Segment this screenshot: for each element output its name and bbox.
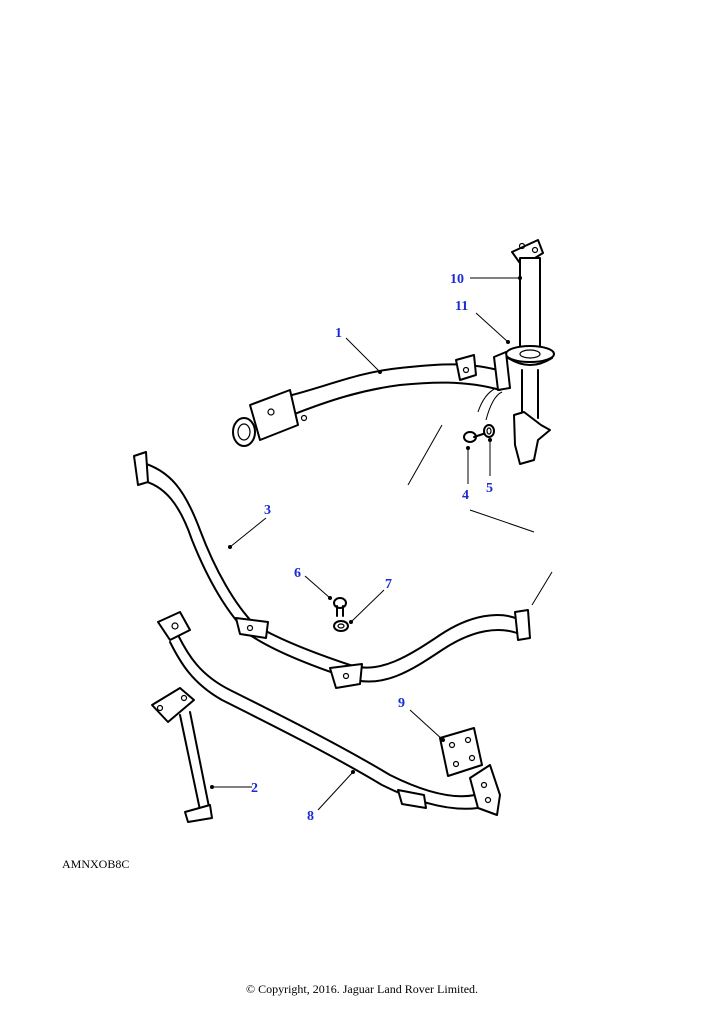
tube-part-1 xyxy=(232,351,511,447)
pillar-part-10 xyxy=(511,239,551,465)
bolt-part-6 xyxy=(333,597,347,617)
collar-part-11 xyxy=(505,345,555,366)
bracket-part-2 xyxy=(151,687,213,823)
callout-3: 3 xyxy=(264,503,271,518)
plate-part-9 xyxy=(439,727,483,777)
callout-9: 9 xyxy=(398,696,405,711)
callout-5: 5 xyxy=(486,481,493,496)
copyright-notice: © Copyright, 2016. Jaguar Land Rover Lim… xyxy=(245,982,479,996)
callout-2: 2 xyxy=(251,781,258,796)
callout-10: 10 xyxy=(450,272,464,287)
nut-part-7 xyxy=(333,620,349,632)
callout-6: 6 xyxy=(294,566,301,581)
bolt-part-4 xyxy=(463,431,487,443)
assembly-guide-lines xyxy=(407,387,553,606)
bar-part-8 xyxy=(157,611,501,816)
callout-11: 11 xyxy=(455,299,468,314)
illustration-code: AMNXOB8C xyxy=(62,857,130,871)
leader-lines xyxy=(210,276,522,811)
callout-4: 4 xyxy=(462,488,469,503)
callouts: 1 2 3 4 5 6 7 8 9 10 11 xyxy=(251,272,493,824)
callout-8: 8 xyxy=(307,809,314,824)
washer-part-5 xyxy=(483,424,495,438)
callout-1: 1 xyxy=(335,326,342,341)
bar-part-3 xyxy=(133,451,531,689)
callout-7: 7 xyxy=(385,577,392,592)
